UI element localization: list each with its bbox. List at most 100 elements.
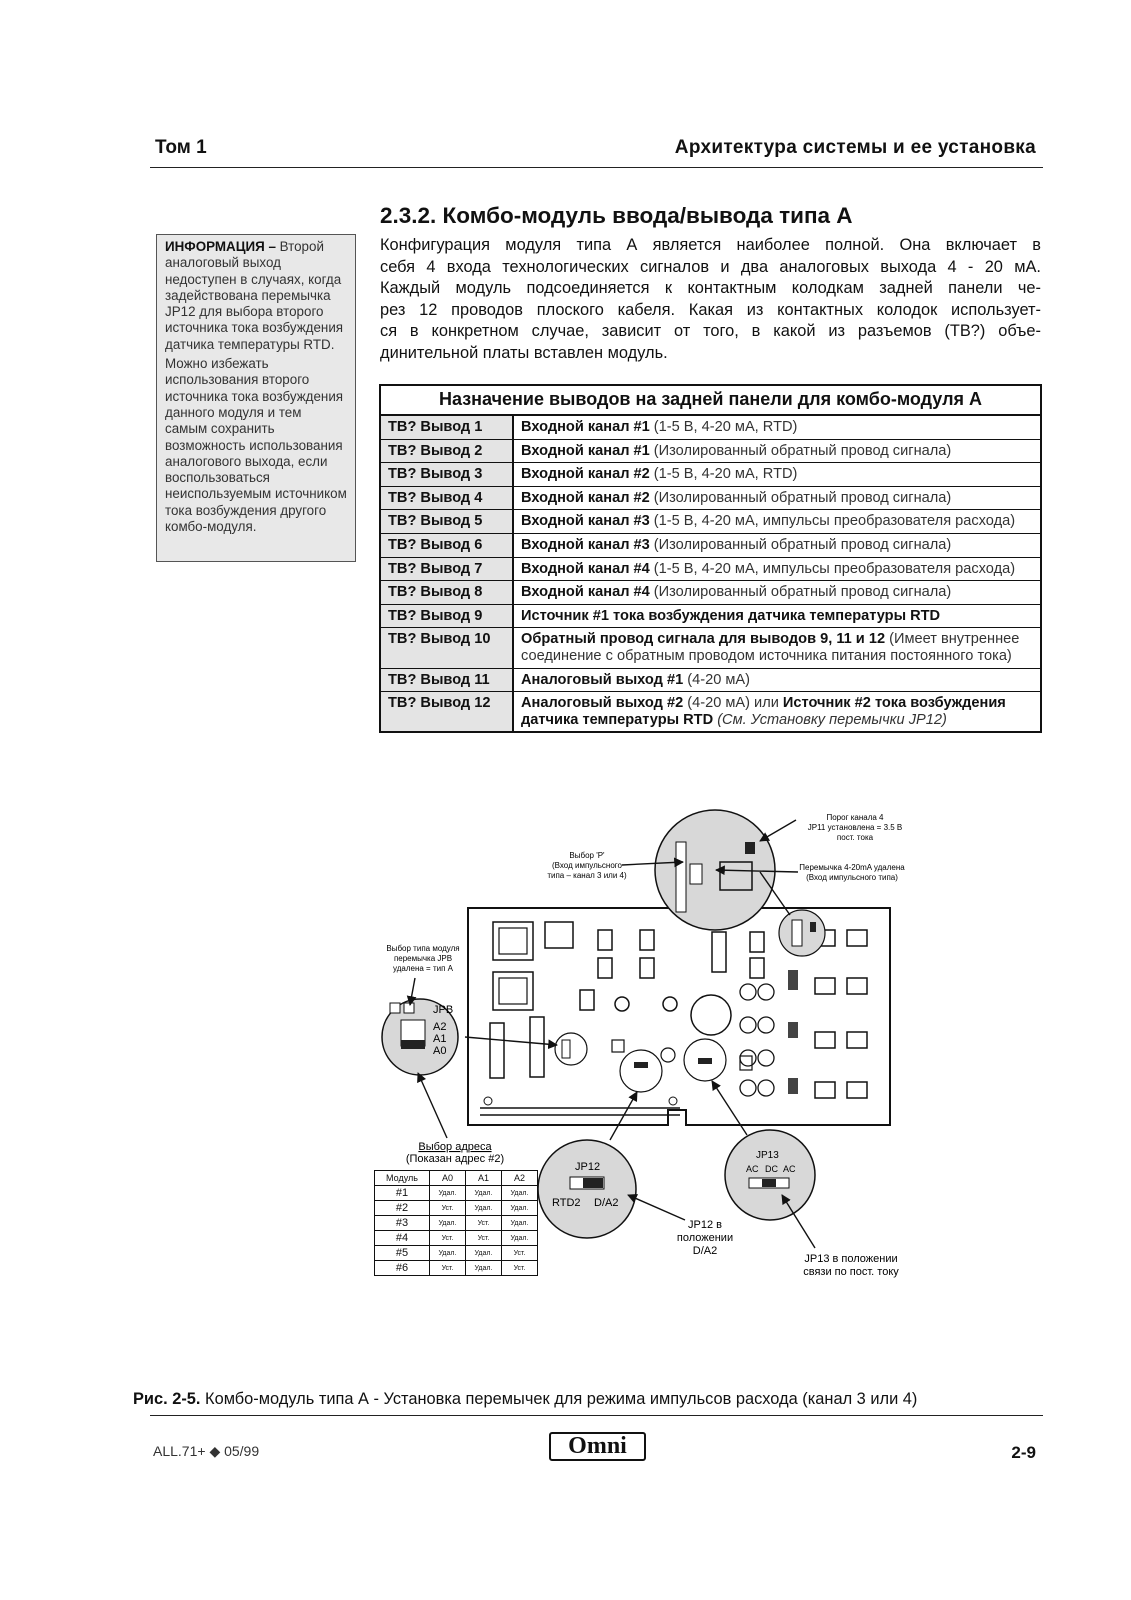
pin-desc-bold: Аналоговый выход #1 (521, 671, 684, 688)
pin-description: Входной канал #3 (1-5 В, 4-20 мА, импуль… (512, 509, 1042, 534)
intro-paragraph: Конфигурация модуля типа А является наиб… (380, 235, 1041, 365)
jp12-pos-1: JP12 в (688, 1219, 722, 1231)
pin-row: ТВ? Вывод 10 Обратный провод сигнала для … (379, 627, 1042, 669)
pin-label: ТВ? Вывод 3 (379, 462, 514, 487)
addr-header-a0: A0 (429, 1170, 466, 1186)
pin-desc-bold: Входной канал #4 (521, 560, 650, 577)
addr-jumper-state: Удал. (465, 1245, 502, 1261)
addr-header-module: Модуль (374, 1170, 430, 1186)
header-volume: Том 1 (155, 137, 207, 158)
jp12-pos-2: положении (677, 1232, 733, 1244)
vybor-tipa-label-2: перемычка JPB (394, 954, 452, 963)
rtd2-label: RTD2 (552, 1197, 581, 1209)
addr-jumper-state: Уст. (429, 1230, 466, 1246)
pin-desc-bold: Входной канал #2 (521, 489, 650, 506)
intro-line: Конфигурация модуля типа А является наиб… (380, 236, 1041, 254)
pin-description: Входной канал #2 (Изолированный обратный… (512, 485, 1042, 511)
footer-doc-code: ALL.71+ ◆ 05/99 (153, 1443, 260, 1459)
pin-description: Входной канал #1 (Изолированный обратный… (512, 438, 1042, 464)
board-diagram: JPB A2 A1 A0 JP12 RTD2 D/A2 JP13 AC DC A… (381, 809, 905, 1278)
a2-label: A2 (433, 1021, 446, 1033)
addr-jumper-state: Удал. (465, 1200, 502, 1216)
pcb-board (467, 907, 891, 1126)
intro-line: ся в конкретном случае, зависит от того,… (380, 322, 1041, 341)
jp13-board-circle (683, 1038, 727, 1082)
pin-desc-bold: Аналоговый выход #2 (521, 695, 684, 712)
addr-jumper-state: Удал. (465, 1260, 502, 1276)
jpb-zoom-circle: JPB A2 A1 A0 (381, 998, 459, 1076)
jp13-label: JP13 (756, 1150, 779, 1161)
pin-description: Источник #1 тока возбуждения датчика тем… (512, 603, 1042, 629)
intro-line: рез 12 проводов плоского кабеля. Какая и… (380, 300, 1041, 319)
addr-header-a1: A1 (465, 1170, 502, 1186)
pin-description: Входной канал #4 (1-5 В, 4-20 мА, импуль… (512, 556, 1042, 582)
section-title: 2.3.2. Комбо-модуль ввода/вывода типа А (380, 203, 853, 228)
pin-desc-italic: (См. Установку перемычки JP12) (713, 711, 947, 728)
vybor-p-label-2: (Вход импульсного (552, 861, 623, 870)
pin-label: ТВ? Вывод 5 (379, 509, 514, 534)
addr-jumper-state: Удал. (429, 1185, 466, 1201)
omni-logo: Omni (549, 1432, 646, 1461)
pin-label: ТВ? Вывод 6 (379, 532, 514, 558)
peremychka-label-1: Перемычка 4-20mA удалена (799, 863, 905, 872)
header-chapter: Архитектура системы и ее установка (674, 137, 1036, 158)
pin-label: ТВ? Вывод 8 (379, 580, 514, 605)
right-zoom-circle (778, 909, 826, 957)
addr-module: #6 (374, 1260, 430, 1276)
pin-desc-bold: Входной канал #1 (521, 442, 650, 459)
da2-label: D/A2 (594, 1197, 618, 1209)
pin-desc-normal: (1-5 В, 4-20 мА, RTD) (649, 466, 798, 483)
vybor-tipa-label-3: удалена = тип А (393, 964, 454, 973)
pin-label: ТВ? Вывод 10 (379, 627, 514, 669)
pin-desc-bold: Источник #1 тока возбуждения датчика тем… (521, 607, 941, 624)
intro-line: динительной платы вставлен модуль. (380, 343, 668, 362)
addr-jumper-state: Уст. (429, 1260, 466, 1276)
ac-left-label: AC (746, 1164, 759, 1174)
jp12-board-circle (619, 1049, 663, 1093)
page-number: 2-9 (1011, 1443, 1036, 1462)
addr-title: Выбор адреса (418, 1141, 492, 1153)
figure-caption-text: Комбо-модуль типа А - Установка перемыче… (200, 1390, 918, 1408)
pin-desc-bold: Источник #2 тока возбуждения датчика тем… (521, 695, 1006, 728)
porog-label-3: пост. тока (837, 833, 874, 842)
addr-module: #4 (374, 1230, 430, 1246)
pin-row: ТВ? Вывод 8 Входной канал #4 (Изолированн… (379, 580, 1042, 605)
info-sidebar: ИНФОРМАЦИЯ – Второй аналоговый выход нед… (156, 234, 356, 562)
a0-label: A0 (433, 1045, 446, 1057)
header-rule (150, 167, 1043, 168)
pin-description: Входной канал #2 (1-5 В, 4-20 мА, RTD) (512, 462, 1042, 487)
info-para-1: ИНФОРМАЦИЯ – Второй аналоговый выход нед… (165, 239, 347, 353)
jp12-label: JP12 (575, 1161, 600, 1173)
footer-rule (150, 1415, 1043, 1416)
addr-module: #1 (374, 1185, 430, 1201)
pin-assignment-table: Назначение выводов на задней панели для … (379, 384, 1042, 734)
addr-module: #5 (374, 1245, 430, 1261)
pin-desc-normal: (1-5 В, 4-20 мА, RTD) (649, 419, 798, 435)
pin-desc-bold: Входной канал #3 (521, 536, 650, 553)
pin-desc-bold: Обратный провод сигнала для выводов 9, 1… (521, 631, 886, 648)
intro-line: Каждый модуль подсоединяется к контактны… (380, 279, 1041, 298)
jp13-zoom-circle: JP13 AC DC AC (724, 1129, 816, 1221)
porog-label-1: Порог канала 4 (826, 813, 884, 822)
figure-labels: Порог канала 4 JP11 установлена = 3.5 В … (386, 813, 905, 1278)
pin-desc-normal: (1-5 В, 4-20 мА, импульсы преобразовател… (649, 560, 1016, 577)
pin-description: Обратный провод сигнала для выводов 9, 1… (512, 627, 1042, 669)
addr-jumper-state: Удал. (465, 1185, 502, 1201)
pin-desc-bold: Входной канал #4 (521, 584, 650, 601)
pin-label: ТВ? Вывод 9 (379, 603, 514, 629)
pin-desc-normal: (Изолированный обратный провод сигнала) (649, 584, 952, 601)
addr-header-a2: A2 (501, 1170, 538, 1186)
pin-desc-bold: Входной канал #2 (521, 466, 650, 483)
addr-jumper-state: Удал. (501, 1230, 538, 1246)
addr-module: #2 (374, 1200, 430, 1216)
